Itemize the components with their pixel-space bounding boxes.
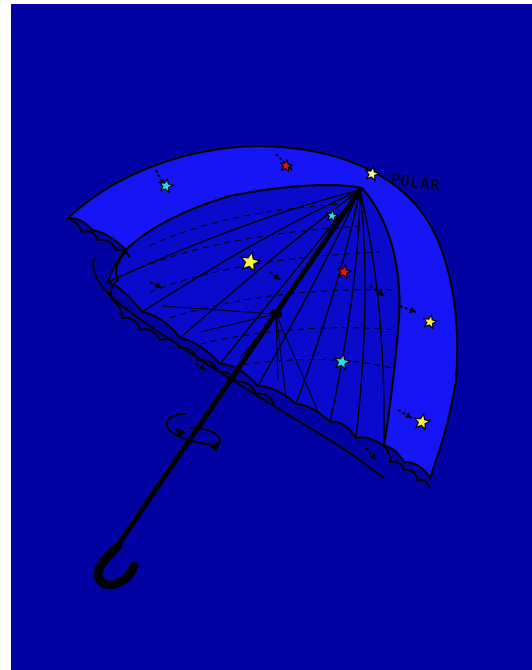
star-red [336,263,353,280]
canopy-rib [355,189,366,439]
star-cyan [158,177,175,194]
dome-grid-line [149,203,341,247]
outer-band-scallop-left [67,217,131,259]
canopy-rib [257,189,361,387]
star-pale-yellow [364,165,381,182]
motion-arrow-head [405,412,412,418]
canopy-rim-scallops [109,251,275,405]
stretcher [275,313,287,399]
dome-grid-lines [139,203,397,369]
motion-arrows [149,153,417,461]
dome-grid-line [199,327,397,345]
motion-arrow-head [377,289,384,296]
motion-arrow [275,153,293,171]
motion-arrow [399,305,417,313]
stretcher [161,305,277,315]
motion-arrow [369,285,385,297]
motion-arrow-head [409,306,416,313]
canopy-rib [141,189,361,313]
dome-grid-line [149,251,381,293]
rotation-arrow [165,413,221,446]
star-yellow [413,412,432,431]
canopy-rib [359,189,385,447]
motion-arrow-head [199,363,206,370]
umbrella-handle [93,541,139,590]
dome-grid-line [231,359,393,369]
stretcher [275,313,321,417]
canopy-rib [329,189,361,423]
motion-arrow [365,447,377,461]
rotation-arrow-head [176,428,186,438]
canopy-rib [179,189,361,339]
star-red [279,158,294,173]
motion-arrow-head [369,453,376,460]
star-cyan [333,352,352,371]
star-cyan [325,208,340,223]
star-yellow [239,250,262,273]
motion-arrow-head [273,273,280,280]
outer-band-scallop-right [383,445,431,489]
star-yellow [422,313,439,330]
umbrella-runner [270,309,282,319]
canopy-rib [295,189,361,405]
umbrella-shaft [113,187,363,551]
dome-grid-line [169,289,393,319]
motion-arrow-head [155,282,162,289]
dome-grid-line [139,225,361,269]
motion-arrow [155,169,165,187]
stars [158,158,439,431]
stretcher [199,313,277,333]
stretcher [275,313,279,381]
motion-arrow [397,409,413,419]
rotation-arrow-head-2 [210,444,220,452]
